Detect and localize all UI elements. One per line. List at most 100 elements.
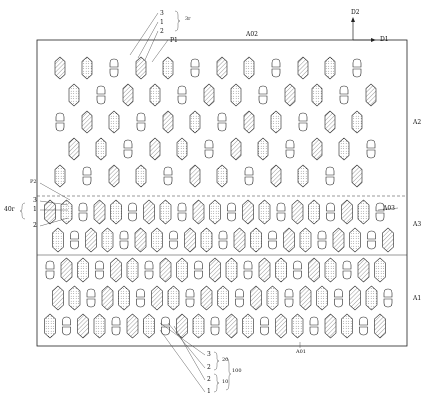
dotted-hexagon-pixel (192, 313, 205, 339)
dotted-hexagon-pixel (357, 199, 370, 225)
dotted-hexagon-pixel (291, 313, 304, 339)
dotted-hexagon-pixel (217, 285, 229, 311)
hatched-hexagon-pixel (189, 164, 201, 188)
label-bot-10: 10 (222, 379, 229, 385)
label-a03: A03 (383, 205, 395, 212)
hatched-hexagon-pixel (311, 137, 323, 161)
split-arch-pixel (194, 260, 203, 280)
dotted-hexagon-pixel (257, 137, 269, 161)
hatched-hexagon-pixel (324, 110, 336, 134)
hatched-hexagon-pixel (176, 313, 188, 339)
hatched-hexagon-pixel (341, 199, 353, 225)
dotted-hexagon-pixel (324, 257, 337, 283)
split-arch-pixel (144, 260, 154, 280)
label-left-group: 40r (4, 206, 15, 213)
dotted-hexagon-pixel (68, 83, 80, 107)
split-arch-pixel (96, 85, 106, 105)
hatched-hexagon-pixel (297, 56, 309, 80)
split-arch-pixel (86, 288, 96, 308)
dotted-hexagon-pixel (349, 227, 361, 253)
dotted-hexagon-pixel (341, 313, 353, 339)
dotted-hexagon-pixel (151, 227, 163, 253)
dotted-hexagon-pixel (311, 83, 323, 107)
hatched-hexagon-pixel (126, 313, 139, 339)
split-arch-pixel (190, 58, 200, 78)
split-arch-pixel (326, 202, 335, 222)
hatched-hexagon-pixel (110, 257, 122, 283)
label-left-2: 2 (33, 222, 37, 229)
dotted-hexagon-pixel (176, 137, 188, 161)
hatched-hexagon-pixel (134, 227, 147, 253)
label-p2: P2 (30, 179, 37, 185)
dotted-hexagon-pixel (297, 164, 309, 188)
dotted-hexagon-pixel (93, 313, 106, 339)
dotted-hexagon-pixel (299, 227, 312, 253)
label-a2: A2 (413, 119, 422, 126)
bottom-leader-lines (159, 322, 232, 393)
label-bot-1: 1 (207, 388, 211, 395)
label-axis-d2: D2 (351, 9, 360, 16)
split-arch-pixel (317, 230, 327, 250)
split-arch-pixel (325, 166, 335, 186)
hatched-hexagon-pixel (275, 313, 287, 339)
label-left-3: 3 (33, 197, 37, 204)
split-arch-pixel (375, 202, 385, 222)
hatched-hexagon-pixel (270, 164, 282, 188)
split-arch-pixel (367, 230, 376, 250)
hatched-hexagon-pixel (60, 257, 73, 283)
split-arch-pixel (260, 316, 269, 336)
dotted-hexagon-pixel (316, 285, 328, 311)
hatched-hexagon-pixel (357, 257, 370, 283)
hatched-hexagon-pixel (203, 83, 215, 107)
hatched-hexagon-pixel (200, 285, 213, 311)
split-arch-pixel (95, 260, 104, 280)
dotted-hexagon-pixel (324, 56, 336, 80)
split-arch-pixel (70, 230, 79, 250)
dotted-hexagon-pixel (68, 285, 81, 311)
split-arch-pixel (309, 316, 319, 336)
display-panel-outline (36, 39, 408, 347)
dotted-hexagon-pixel (216, 164, 228, 188)
dotted-hexagon-pixel (176, 257, 188, 283)
dotted-hexagon-pixel (351, 110, 363, 134)
split-arch-pixel (136, 112, 146, 132)
dotted-hexagon-pixel (108, 110, 120, 134)
split-arch-pixel (284, 288, 294, 308)
dotted-hexagon-pixel (167, 285, 180, 311)
dotted-hexagon-pixel (101, 227, 114, 253)
split-arch-pixel (204, 139, 214, 159)
hatched-hexagon-pixel (52, 285, 64, 311)
dotted-hexagon-pixel (225, 257, 238, 283)
split-arch-pixel (244, 166, 254, 186)
hatched-hexagon-pixel (382, 227, 394, 253)
split-arch-pixel (268, 230, 277, 250)
hatched-hexagon-pixel (85, 227, 97, 253)
split-arch-pixel (169, 230, 178, 250)
split-arch-pixel (366, 139, 376, 159)
hatched-hexagon-pixel (250, 285, 262, 311)
dotted-hexagon-pixel (162, 56, 174, 80)
hatched-hexagon-pixel (374, 313, 386, 339)
label-a01: A01 (296, 349, 306, 355)
label-a3: A3 (413, 221, 422, 228)
hatched-hexagon-pixel (93, 199, 106, 225)
dotted-hexagon-pixel (118, 285, 130, 311)
dotted-hexagon-pixel (77, 257, 89, 283)
split-arch-pixel (78, 202, 88, 222)
hatched-hexagon-pixel (283, 227, 295, 253)
hatched-hexagon-pixel (242, 199, 254, 225)
hatched-hexagon-pixel (151, 285, 163, 311)
hatched-hexagon-pixel (216, 56, 228, 80)
split-arch-pixel (210, 316, 220, 336)
split-arch-pixel (45, 260, 55, 280)
split-arch-pixel (177, 85, 187, 105)
hatched-hexagon-pixel (284, 83, 296, 107)
hatched-hexagon-pixel (54, 56, 66, 80)
dotted-hexagon-pixel (243, 56, 255, 80)
dotted-hexagon-pixel (159, 199, 172, 225)
split-arch-pixel (177, 202, 187, 222)
label-bot-2a: 2 (207, 364, 211, 371)
hatched-hexagon-pixel (225, 313, 238, 339)
dotted-hexagon-pixel (275, 257, 287, 283)
dotted-hexagon-pixel (308, 199, 320, 225)
